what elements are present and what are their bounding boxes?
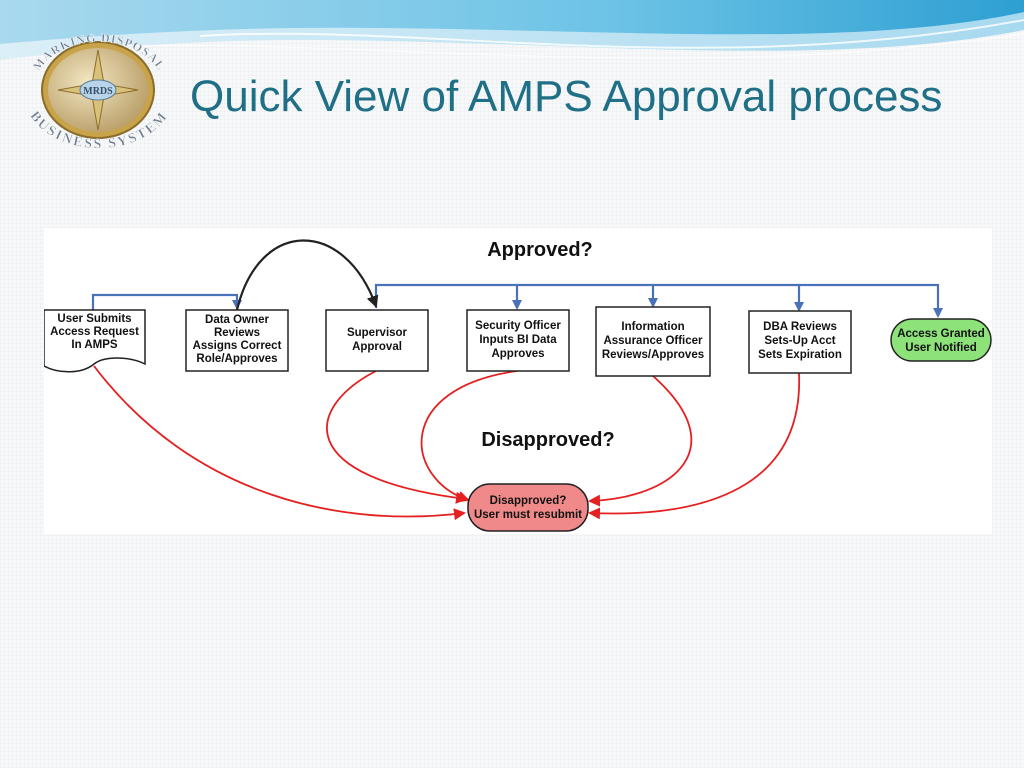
data-owner-line-4: Role/Approves: [196, 353, 277, 365]
data-owner-line-2: Reviews: [214, 327, 260, 339]
security-officer-line-1: Security Officer: [475, 320, 561, 332]
disapproved-end-line-1: Disapproved?: [490, 495, 567, 507]
user-submits-line-3: In AMPS: [71, 339, 118, 351]
data-owner-line-1: Data Owner: [205, 314, 269, 326]
node-information-assurance: Information Assurance Officer Reviews/Ap…: [595, 306, 711, 377]
user-submits-line-1: User Submits: [57, 313, 131, 325]
access-granted-line-2: User Notified: [905, 342, 977, 354]
access-granted-line-1: Access Granted: [897, 328, 985, 340]
business-system-logo: MRDS MARKING DISPOSAL BUSINESS SYSTEM: [26, 30, 169, 150]
disapproved-label: Disapproved?: [481, 429, 614, 451]
info-assurance-line-2: Assurance Officer: [603, 335, 703, 347]
node-access-granted: Access Granted User Notified: [890, 318, 992, 362]
info-assurance-line-1: Information: [621, 321, 684, 333]
user-submits-line-2: Access Request: [50, 326, 139, 338]
dba-line-1: DBA Reviews: [763, 321, 837, 333]
approval-flow-diagram: User Submits Access Request In AMPS Data…: [44, 228, 992, 534]
security-officer-line-2: Inputs BI Data: [479, 334, 557, 346]
supervisor-line-1: Supervisor: [347, 327, 408, 339]
disapproved-connectors: [93, 365, 800, 521]
node-disapproved: Disapproved? User must resubmit: [467, 483, 589, 532]
dba-line-3: Sets Expiration: [758, 349, 842, 361]
node-dba: DBA Reviews Sets-Up Acct Sets Expiration: [748, 310, 852, 374]
supervisor-line-2: Approval: [352, 341, 402, 353]
data-owner-line-3: Assigns Correct: [193, 340, 282, 352]
node-security-officer: Security Officer Inputs BI Data Approves: [466, 309, 570, 372]
disapproved-end-line-2: User must resubmit: [474, 509, 582, 521]
logo-center-text: MRDS: [83, 86, 113, 97]
node-supervisor: Supervisor Approval: [325, 309, 429, 372]
security-officer-line-3: Approves: [491, 348, 544, 360]
approved-label: Approved?: [487, 239, 593, 261]
info-assurance-line-3: Reviews/Approves: [602, 349, 704, 361]
dba-line-2: Sets-Up Acct: [764, 335, 835, 347]
data-owner-to-supervisor-arrow: [235, 239, 379, 311]
node-user-submits: User Submits Access Request In AMPS: [44, 309, 146, 373]
header-swoosh: [0, 0, 1024, 60]
slide-title: Quick View of AMPS Approval process: [190, 72, 943, 121]
node-data-owner: Data Owner Reviews Assigns Correct Role/…: [185, 309, 289, 372]
